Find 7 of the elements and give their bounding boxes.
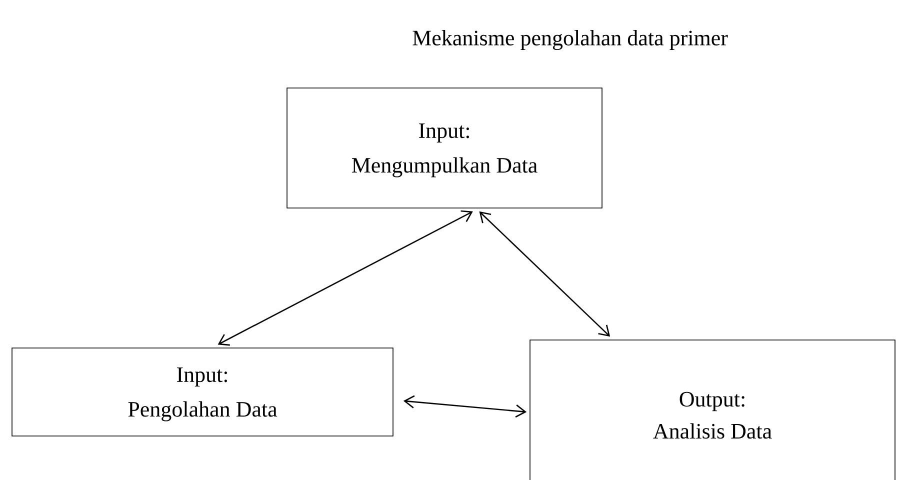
process-box: Input: Mengumpulkan Data: [286, 88, 602, 208]
arrow: [479, 211, 610, 337]
title: Mekanisme pengolahan data primer: [412, 30, 728, 50]
arrow: [218, 210, 473, 346]
arrow: [403, 395, 527, 418]
process-box: Input: Pengolahan Data: [12, 348, 394, 436]
process-box: Output: Analisis Data: [530, 340, 896, 480]
